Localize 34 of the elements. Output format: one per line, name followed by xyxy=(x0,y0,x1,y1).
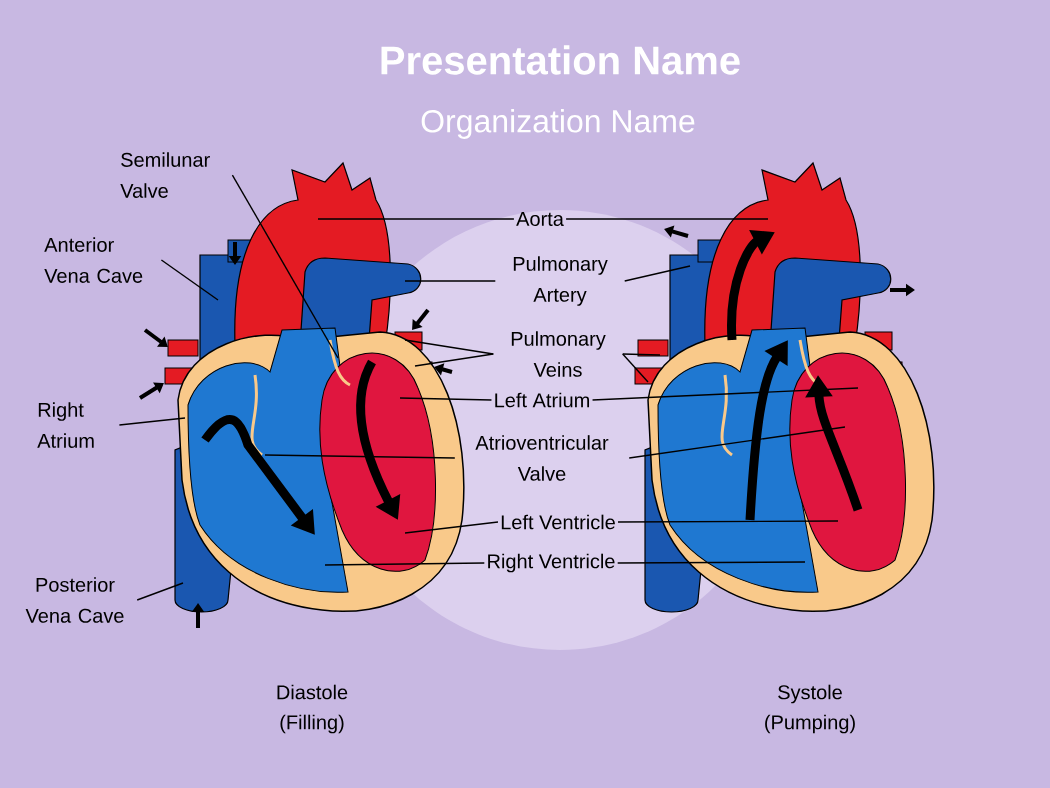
part-label: Posterior Vena Cave xyxy=(25,577,124,623)
leader-line xyxy=(317,218,515,220)
part-label: Atrioventricular Valve xyxy=(475,435,609,481)
leader-line xyxy=(404,339,494,355)
part-label: Anterior Vena Cave xyxy=(44,237,143,283)
leader-line xyxy=(622,353,649,383)
leader-line xyxy=(404,280,496,282)
leader-line xyxy=(622,353,661,356)
part-label: Right Atrium xyxy=(37,402,94,448)
leader-line xyxy=(399,397,493,401)
caption-text: Systole (Pumping) xyxy=(765,684,855,734)
part-label: Pulmonary Artery xyxy=(513,256,608,306)
leader-line xyxy=(617,520,839,523)
leader-line xyxy=(624,265,691,282)
leader-line xyxy=(118,417,186,426)
part-label: Aorta xyxy=(516,212,564,226)
part-label: Left Atrium xyxy=(495,392,589,408)
caption-text: Diastole (Filling) xyxy=(277,684,348,734)
leader-line xyxy=(324,562,486,566)
subtitle: Organization Name xyxy=(421,109,695,139)
leader-line xyxy=(136,582,184,601)
leader-line xyxy=(404,521,499,534)
title: Presentation Name xyxy=(381,45,740,75)
part-label: Right Ventricle xyxy=(488,553,615,573)
leader-line xyxy=(264,454,456,459)
leader-line xyxy=(616,561,806,564)
leader-line xyxy=(160,259,219,301)
part-label: Pulmonary Veins xyxy=(511,331,606,377)
leader-line xyxy=(414,353,494,367)
leader-line xyxy=(565,218,769,220)
part-label: Semilunar Valve xyxy=(120,152,210,198)
leader-line xyxy=(231,174,339,359)
part-label: Left Ventricle xyxy=(501,514,615,530)
leader-line xyxy=(591,387,859,401)
